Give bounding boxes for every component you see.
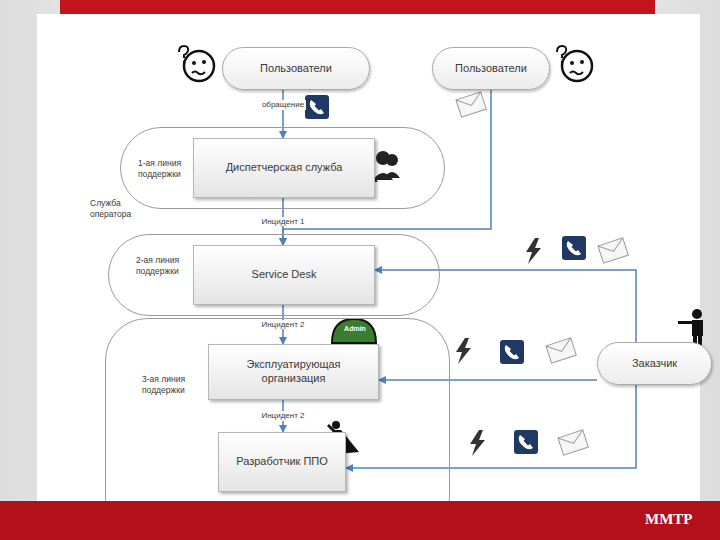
helmet-text: Admin [339, 325, 371, 332]
group-label: Служба оператора [90, 198, 148, 220]
process-box: Service Desk [193, 245, 375, 305]
node-text: Разработчик ППО [230, 455, 334, 469]
edge-label: Инцидент 1 [259, 217, 306, 227]
node-text: Service Desk [246, 268, 323, 282]
flow-arrow [379, 379, 597, 381]
node-text: Пользователи [254, 62, 338, 76]
node-text: Заказчик [626, 357, 683, 371]
flow-arrow [282, 90, 284, 138]
flow-arrow [346, 385, 636, 468]
process-box: Эксплуатирующая организация [208, 344, 379, 400]
bottom-bar [0, 501, 720, 540]
users-pill: Пользователи [432, 47, 550, 90]
brand-mark: ММТР [645, 511, 715, 528]
edge-label: Инцидент 2 [259, 320, 306, 330]
process-box: Разработчик ППО [218, 432, 346, 492]
edge-label: обращение [260, 100, 306, 110]
band-title: 2-ая линия поддержки [136, 255, 198, 277]
node-text: Пользователи [449, 62, 533, 76]
users-pill: Пользователи [222, 47, 370, 90]
edge-label: Инцидент 2 [259, 411, 306, 421]
node-text: Диспетчерская служба [220, 161, 349, 175]
top-bar [60, 0, 655, 14]
process-box: Диспетчерская служба [193, 138, 375, 198]
support-line-band: 2-ая линия поддержкиService Desk [108, 234, 440, 316]
band-title: 3-ая линия поддержки [142, 374, 204, 396]
support-line-band: 1-ая линия поддержки Диспетчерская служба [120, 127, 445, 209]
band-title: 1-ая линия поддержки [138, 158, 200, 180]
node-text: Эксплуатирующая организация [209, 358, 378, 386]
flow-arrow [375, 270, 636, 342]
customer-pill: Заказчик [597, 342, 712, 385]
